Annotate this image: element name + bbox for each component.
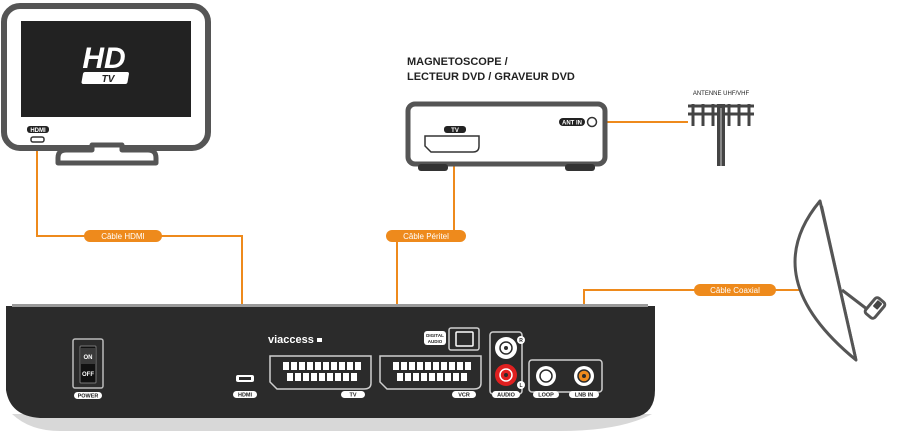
hd-logo-text: HD: [82, 42, 125, 75]
coaxial-cable-badge: [694, 284, 776, 296]
cable-labels: Câble HDMI Câble Péritel Câble Coaxial: [84, 230, 776, 296]
dish-reflector: [793, 199, 858, 362]
audio-r-label: R: [519, 338, 523, 344]
tv-hdmi-label-box: [27, 126, 49, 133]
scart-tv-label: TV: [349, 393, 356, 399]
scart-vcr-label: VCR: [458, 393, 470, 399]
audio-l-label: L: [519, 383, 522, 389]
tv-logo-text: TV: [102, 74, 116, 85]
recorder: MAGNETOSCOPE / LECTEUR DVD / GRAVEUR DVD…: [405, 56, 608, 171]
digital-audio-label-line1: DIGITAL: [426, 333, 444, 338]
recorder-ant-port: [586, 116, 598, 128]
coax-port-group: [528, 359, 603, 393]
brand-logo: viaccess: [268, 334, 314, 346]
recorder-title-line1: MAGNETOSCOPE /: [407, 56, 508, 68]
power-switch[interactable]: ON OFF: [72, 338, 104, 389]
recorder-tv-label: TV: [451, 128, 459, 134]
peritel-cable-badge: [386, 230, 466, 242]
scart-vcr-pins: [393, 362, 471, 381]
lnb-in-label: LNB IN: [575, 393, 593, 399]
power-label-box: [74, 392, 102, 399]
peritel-cable-label: Câble Péritel: [403, 232, 449, 241]
tv-stand: [55, 142, 159, 166]
recorder-title-line2: LECTEUR DVD / GRAVEUR DVD: [407, 71, 575, 83]
loop-label: LOOP: [538, 393, 554, 399]
tv-hdmi-port: [30, 136, 45, 143]
power-label: POWER: [78, 394, 99, 400]
audio-label-box: [492, 391, 520, 398]
scart-vcr-label-box: [452, 391, 476, 398]
recorder-foot-right: [565, 164, 595, 171]
decoder-hdmi-label: HDMI: [238, 393, 253, 399]
recorder-tv-label-box: [444, 126, 466, 133]
recorder-body: [405, 101, 608, 167]
recorder-ant-label-box: [559, 118, 585, 126]
antenna: ANTENNE UHF/VHF: [688, 91, 754, 166]
antenna-label: ANTENNE UHF/VHF: [693, 91, 750, 97]
recorder-scart-port: [424, 135, 480, 153]
decoder-hdmi-label-box: [233, 391, 257, 398]
scart-tv-label-box: [341, 391, 365, 398]
audio-label: AUDIO: [497, 393, 515, 399]
tv-set: HD TV HDMI: [1, 3, 211, 166]
hdmi-cable-label: Câble HDMI: [101, 232, 145, 241]
digital-audio-label-box: [424, 331, 446, 345]
power-on-label: ON: [84, 355, 93, 361]
lnb-in-label-box: [569, 391, 599, 398]
recorder-ant-label: ANT IN: [562, 121, 582, 127]
hd-tv-logo: HD TV: [81, 42, 129, 85]
hdmi-cable-badge: [84, 230, 162, 242]
decoder: ON OFF POWER HDMI viaccess TV: [6, 304, 655, 431]
decoder-shadow: [12, 414, 652, 431]
coaxial-cable-label: Câble Coaxial: [710, 286, 760, 295]
recorder-foot-left: [418, 164, 448, 171]
tv-screen: [21, 21, 191, 117]
scart-vcr-port[interactable]: [379, 355, 482, 390]
tv-hdmi-label: HDMI: [30, 128, 46, 134]
digital-audio-label-line2: AUDIO: [428, 339, 443, 344]
loop-label-box: [533, 391, 559, 398]
scart-tv-port[interactable]: [269, 355, 372, 390]
power-off-label: OFF: [82, 372, 94, 378]
satellite-dish: [793, 199, 887, 362]
scart-tv-pins: [283, 362, 361, 381]
